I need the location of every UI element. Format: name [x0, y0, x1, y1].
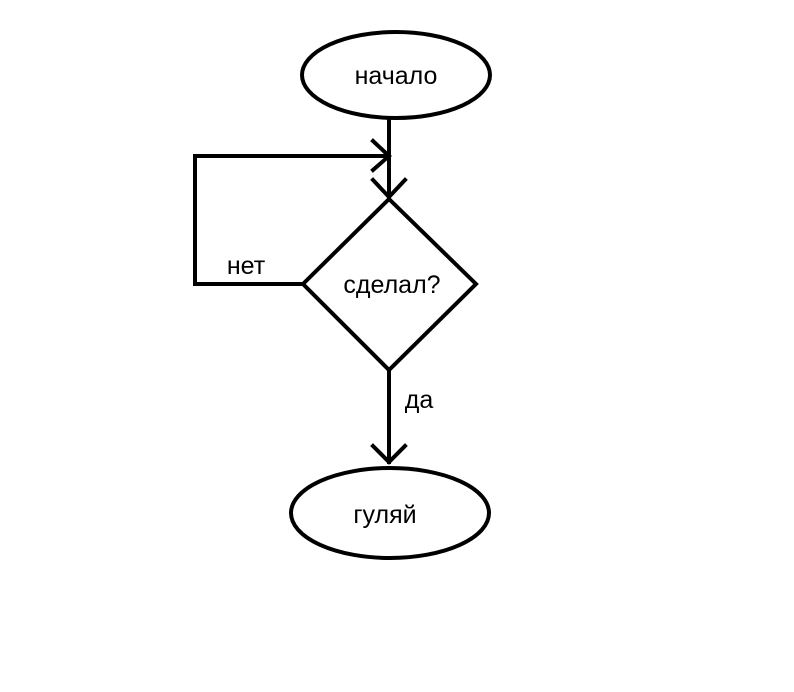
arrowhead-into-end	[370, 443, 408, 465]
loop-back-connector	[193, 154, 391, 286]
edge-label-yes: да	[405, 386, 434, 414]
decision-node-label: сделал?	[343, 271, 440, 299]
start-node	[300, 30, 492, 120]
edge-label-no: нет	[227, 252, 266, 280]
end-node	[289, 466, 491, 560]
start-node-label: начало	[355, 62, 438, 90]
arrowhead-loop	[370, 138, 392, 173]
end-node-label: гуляй	[353, 501, 416, 529]
